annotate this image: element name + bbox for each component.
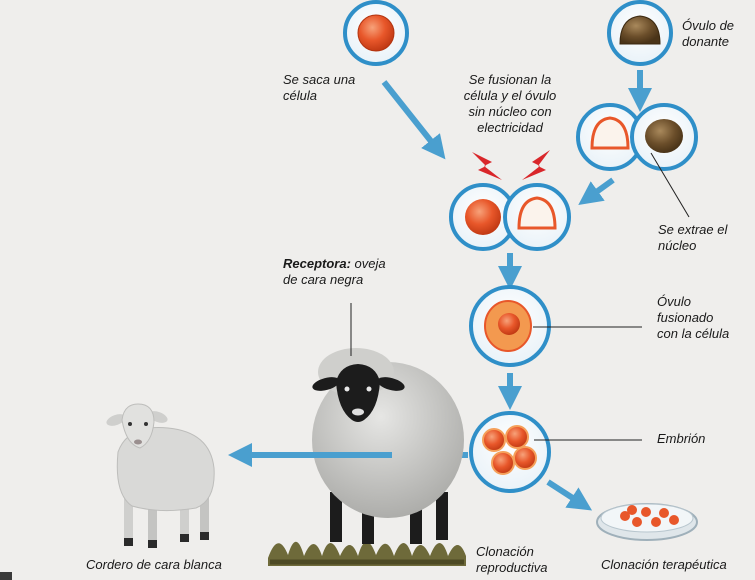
donor-egg: [607, 0, 673, 66]
label-receptor-line1: Receptora: oveja: [283, 256, 386, 272]
receptor-sheep: [312, 348, 464, 544]
label-fused-egg-line2: fusionado: [657, 310, 714, 325]
label-reproductive-cloning: Clonación reproductiva: [476, 544, 548, 576]
label-nucleus-removed-line1: Se extrae el: [658, 222, 728, 237]
label-white-lamb: Cordero de cara blanca: [86, 557, 222, 573]
fused-egg: [469, 285, 551, 367]
label-reproductive-line2: reproductiva: [476, 560, 548, 575]
label-receptor-bold: Receptora:: [283, 256, 351, 271]
label-fusion-line3: sin núcleo con: [468, 104, 552, 119]
label-white-lamb-text: Cordero de cara blanca: [86, 557, 222, 572]
label-receptor-rest: oveja: [354, 256, 386, 271]
arrow-egg-to-fusion: [578, 177, 615, 206]
label-reproductive-line1: Clonación: [476, 544, 534, 559]
leader-nucleus: [650, 152, 690, 218]
arrow-embryo-to-dish: [546, 479, 593, 511]
enucleation-cells: [576, 103, 698, 171]
grass: [268, 541, 466, 566]
label-embryo-text: Embrión: [657, 431, 706, 446]
label-fused-egg-line1: Óvulo: [657, 294, 691, 309]
label-fusion-line1: Se fusionan la: [468, 72, 552, 87]
label-therapeutic-cloning: Clonación terapéutica: [601, 557, 727, 573]
label-cell-taken: Se saca una célula: [283, 72, 355, 104]
corner-mark: [0, 572, 12, 580]
label-receptor-line2: de cara negra: [283, 272, 364, 287]
embryo: [469, 411, 551, 493]
label-cell-taken-line2: célula: [283, 88, 317, 103]
arrow-cell-to-fusion: [381, 80, 446, 160]
fusion-cells: [449, 183, 571, 251]
label-fusion: Se fusionan la célula y el óvulo sin núc…: [450, 72, 570, 136]
petri-dish-icon: [596, 503, 698, 541]
removed-nucleus: [645, 119, 683, 153]
electric-spark-icon: [472, 150, 550, 180]
label-therapeutic-text: Clonación terapéutica: [601, 557, 727, 572]
label-cell-taken-line1: Se saca una: [283, 72, 356, 87]
label-donor-egg-line1: Óvulo de: [682, 18, 735, 33]
label-nucleus-removed: Se extrae el núcleo: [658, 222, 727, 254]
label-receptor: Receptora: oveja de cara negra: [283, 256, 386, 288]
label-donor-egg-line2: donante: [682, 34, 729, 49]
label-fusion-line2: célula y el óvulo: [463, 88, 557, 103]
label-fusion-line4: electricidad: [477, 120, 543, 135]
label-donor-egg: Óvulo de donante: [682, 18, 734, 50]
lamb: [106, 403, 215, 548]
label-nucleus-removed-line2: núcleo: [658, 238, 697, 253]
label-fused-egg-line3: con la célula: [657, 326, 730, 341]
somatic-cell: [343, 0, 409, 66]
label-embryo: Embrión: [657, 431, 705, 447]
label-fused-egg: Óvulo fusionado con la célula: [657, 294, 729, 342]
